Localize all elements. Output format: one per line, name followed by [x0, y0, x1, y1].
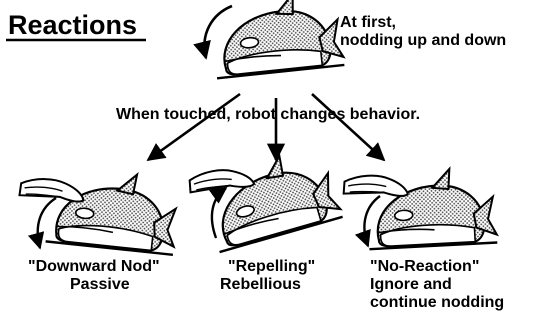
arrow-icon [148, 94, 240, 160]
reaction-trait: Passive [28, 276, 160, 294]
robot-repelling [189, 144, 343, 252]
whale-robot-icon [46, 166, 181, 255]
robot-no-reaction [344, 167, 498, 250]
behavior-caption: When touched, robot changes behavior. [116, 106, 420, 124]
reaction-trait: Rebellious [220, 276, 315, 294]
initial-line-1: At first, [340, 14, 506, 32]
reaction-name: "Downward Nod" [28, 258, 160, 276]
reaction-repelling: "Repelling" Rebellious [220, 258, 315, 294]
arrow-icon [312, 94, 384, 160]
hand-icon [344, 174, 409, 198]
whale-robot-icon [199, 144, 343, 252]
initial-behavior: At first, nodding up and down [340, 14, 506, 50]
reaction-no-reaction: "No-Reaction" Ignore and continue noddin… [370, 258, 504, 312]
branch-arrows [148, 94, 384, 160]
robot-nodding [204, 0, 344, 78]
initial-line-2: nodding up and down [340, 32, 506, 50]
robot-downward-nod [19, 166, 180, 255]
page-title: Reactions [8, 10, 137, 40]
reaction-downward-nod: "Downward Nod" Passive [28, 258, 160, 294]
reaction-trait-line-1: Ignore and [370, 276, 504, 294]
reaction-trait-line-2: continue nodding [370, 294, 504, 312]
reaction-name: "Repelling" [220, 258, 315, 276]
reaction-name: "No-Reaction" [370, 258, 504, 276]
whale-robot-icon [209, 0, 344, 78]
